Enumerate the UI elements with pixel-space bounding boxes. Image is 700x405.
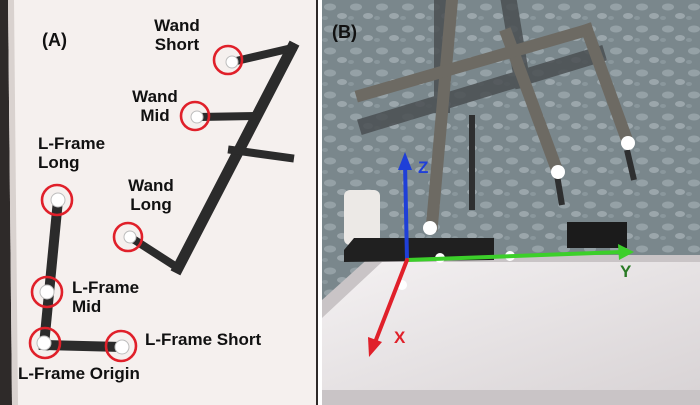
label-wand-long: Wand Long — [128, 176, 174, 214]
label-lframe-short: L-Frame Short — [145, 330, 262, 349]
z-axis-label: Z — [418, 158, 429, 177]
board-edge — [8, 0, 18, 405]
z-axis-line — [403, 161, 409, 262]
z-axis-arrow — [398, 152, 412, 170]
coordinate-axes — [372, 161, 624, 347]
y-axis-line — [405, 250, 624, 262]
panel-a-scene — [8, 0, 316, 405]
marker-balls — [36, 55, 239, 355]
circle-lframe-mid — [30, 275, 64, 309]
y-axis-label: Y — [620, 262, 632, 281]
x-axis-arrow — [368, 337, 382, 357]
wand-markers — [423, 136, 635, 235]
panel-b-label: (B) — [332, 22, 357, 42]
panel-a-label: (A) — [42, 30, 67, 50]
label-wand-mid: Wand Mid — [132, 87, 178, 125]
black-box-left — [344, 238, 494, 262]
circle-lframe-short — [104, 329, 138, 363]
y-axis-arrow — [618, 244, 634, 260]
panel-a-photo: (A) Wand Short Wand Mid Wand Long L-Fram… — [0, 0, 318, 405]
circle-wand-long — [112, 221, 144, 253]
label-lframe-long: L-Frame Long — [38, 134, 106, 172]
wand-structure — [124, 40, 300, 276]
label-wand-short: Wand Short — [154, 16, 200, 54]
wand-bars — [354, 0, 635, 232]
label-lframe-mid: L-Frame Mid — [72, 278, 140, 316]
white-tube — [344, 190, 380, 245]
x-axis-label: X — [394, 328, 406, 347]
circle-lframe-long — [40, 183, 74, 217]
circle-wand-mid — [179, 100, 211, 132]
label-lframe-origin: L-Frame Origin — [18, 364, 140, 383]
panel-b-photo: (B) Z Y X — [322, 0, 700, 405]
circle-lframe-origin — [28, 326, 62, 360]
x-axis-line — [372, 258, 409, 347]
black-box-right — [567, 222, 627, 248]
white-board — [8, 0, 316, 405]
l-frame-structure — [38, 194, 128, 353]
panel-b-scene — [322, 0, 700, 405]
marker-highlight-circles — [28, 44, 244, 363]
white-table — [322, 262, 700, 390]
circle-wand-short — [212, 44, 244, 76]
wand-shadows — [469, 115, 637, 210]
